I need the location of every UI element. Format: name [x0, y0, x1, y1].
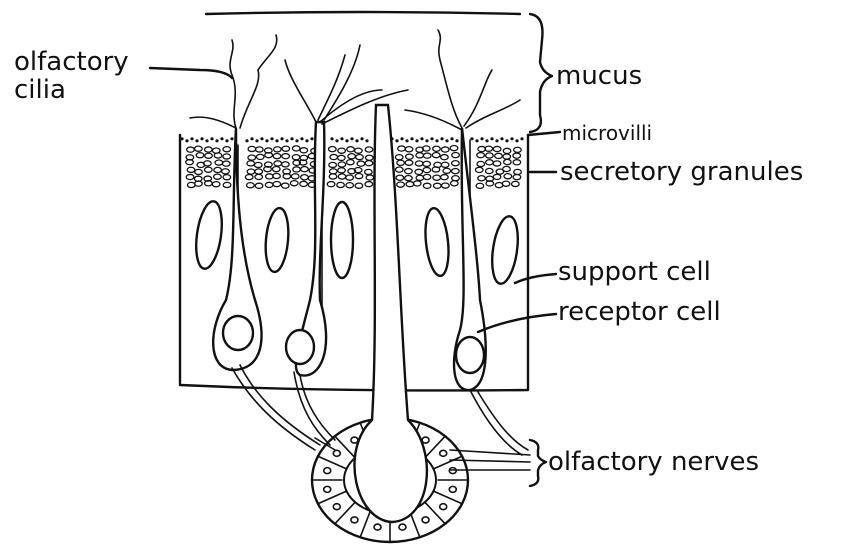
support-cell-leader-line: [515, 274, 556, 283]
label-olfactory-nerves: olfactory nerves: [548, 447, 759, 477]
cilia-leader-line: [150, 68, 232, 78]
label-mucus: mucus: [556, 61, 642, 91]
label-cilia: cilia: [14, 75, 66, 105]
label-secretory-granules: secretory granules: [560, 157, 803, 187]
olfactory-cilia: [190, 30, 520, 130]
receptor-cell-right: [454, 128, 528, 455]
mucus-bracket: [530, 14, 552, 132]
mucus-layer-top: [206, 12, 520, 14]
label-olfactory: olfactory: [14, 47, 129, 77]
microvilli-band: [180, 137, 523, 142]
label-support-cell: support cell: [558, 257, 711, 287]
label-microvilli: microvilli: [562, 121, 652, 145]
receptor-cell-left: [213, 128, 320, 450]
receptor-cell-center: [355, 105, 427, 522]
label-receptor-cell: receptor cell: [558, 297, 721, 327]
olfactory-nerves-bracket: [530, 440, 546, 486]
receptor-cell-leader-line: [478, 314, 556, 332]
